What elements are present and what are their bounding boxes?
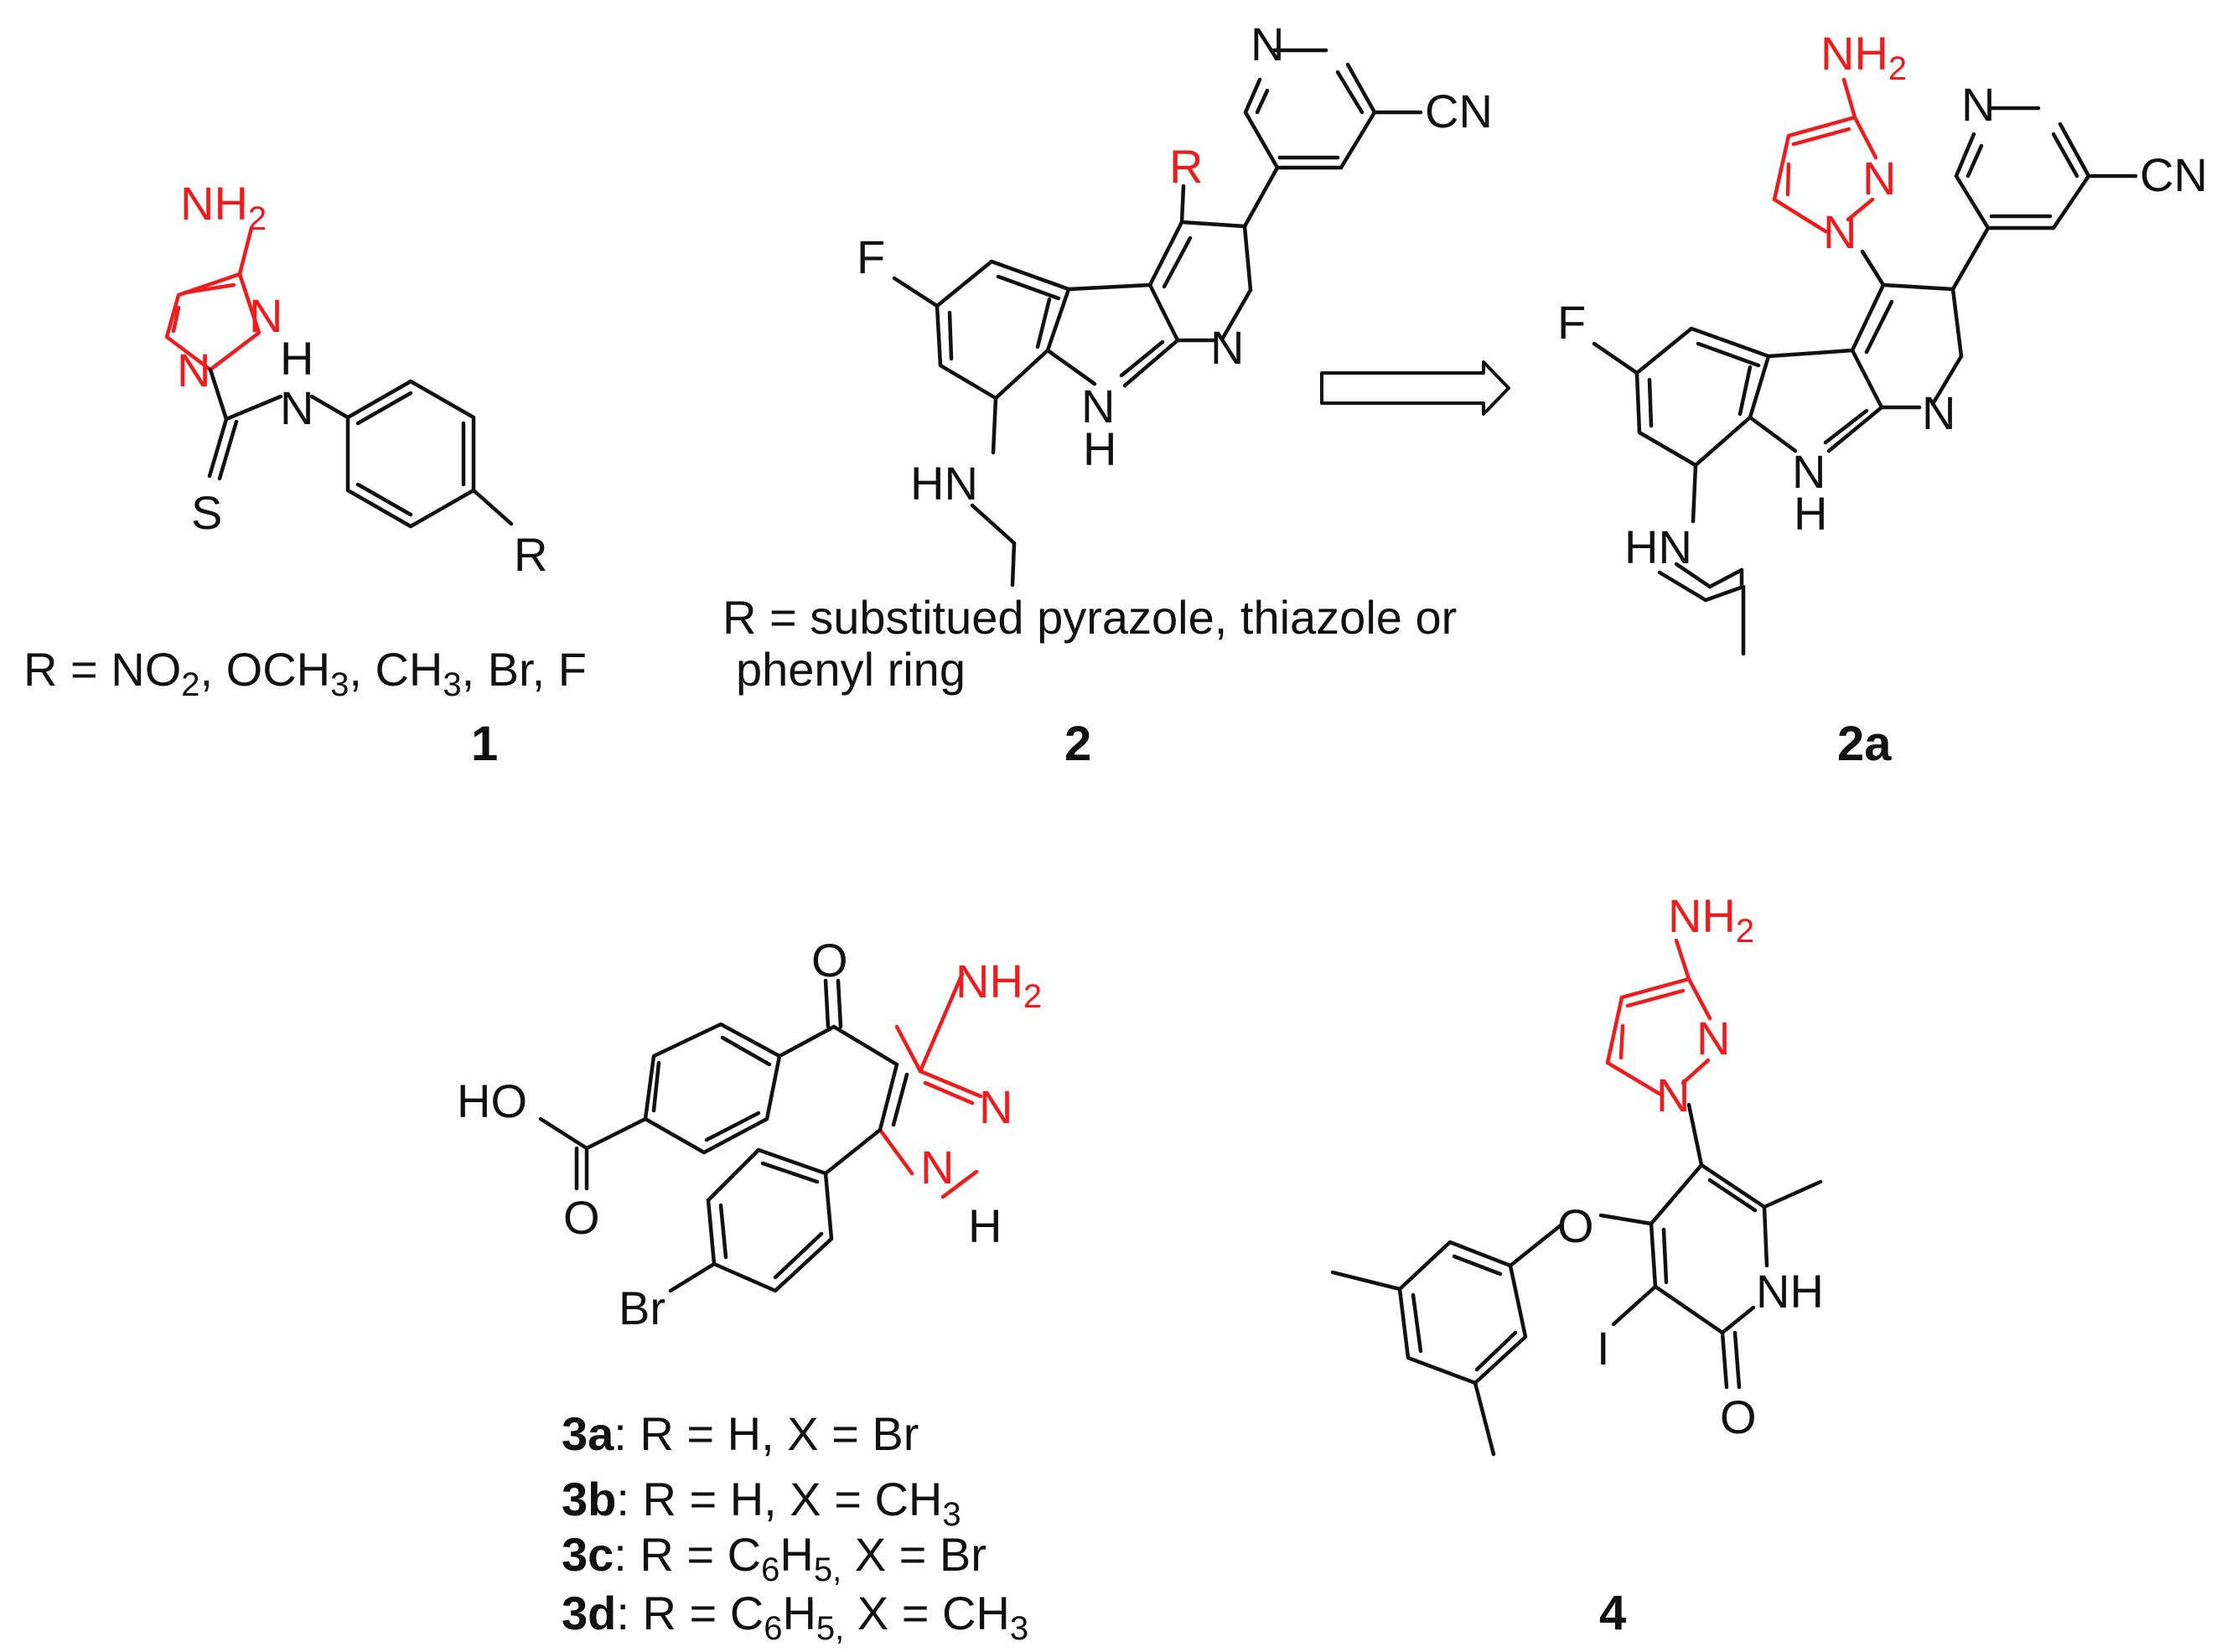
compound-1-amide-h-label: H (280, 332, 313, 385)
variant-3b: 3b: R = H, X = CH3 (562, 1473, 961, 1533)
compound-2a-ring-n-label: N (1922, 386, 1955, 439)
compound-3-pyrazole-n2-label: N (979, 1080, 1012, 1133)
compound-2-indole-h-label: H (1083, 422, 1116, 475)
compound-1-amide-n-label: N (280, 381, 313, 434)
compound-4-iodine-label: I (1597, 1322, 1610, 1375)
compound-4-pyrazole-n2-label: N (1696, 1012, 1730, 1064)
compound-2a: NH2 N N N CN F N N H HN 2a (1557, 27, 2208, 771)
compound-4-aminopyrazole (1605, 938, 1712, 1096)
compound-2a-nitrile-label: CN (2140, 148, 2208, 201)
compound-2-nitrile-label: CN (1425, 85, 1493, 137)
compound-2-bonds (892, 48, 1423, 588)
compound-1-bonds (207, 367, 514, 529)
compound-3-aminopyrazole (878, 971, 983, 1199)
compound-3-acid-o-label: O (563, 1191, 600, 1244)
compound-1-ring-n1-label: N (177, 344, 210, 396)
compound-2a-pyrazole-n1-label: N (1823, 205, 1857, 258)
compound-2-fluorine-label: F (857, 230, 885, 283)
compound-3-pyrazole-h-label: H (968, 1199, 1002, 1252)
compound-1-ring-n-label: N (249, 289, 282, 342)
compound-4-bonds (1330, 1102, 1823, 1457)
compound-3-nh2-label: NH2 (955, 955, 1042, 1015)
compound-1: NH2 N N H N S R R = NO2, OCH3, CH3, Br, … (23, 177, 587, 771)
compound-3-variant-list: 3a: R = H, X = Br 3b: R = H, X = CH3 3c:… (562, 1407, 1028, 1647)
compound-3-ketone-o-label: O (811, 934, 848, 987)
variant-3a: 3a: R = H, X = Br (562, 1407, 919, 1460)
compound-3: O NH2 HO N N H O Br 3a: R = H, X = Br 3b… (457, 934, 1042, 1647)
compound-2a-number: 2a (1837, 717, 1892, 771)
compound-2a-nh2-label: NH2 (1820, 27, 1907, 87)
compound-2a-pyrazole-n2-label: N (1862, 152, 1896, 205)
compound-2-number: 2 (1064, 717, 1091, 771)
compound-4: NH2 N N O NH I O 4 (1330, 889, 1824, 1640)
compound-2-hn-label: HN (910, 457, 978, 510)
compound-1-aminopyrazole (164, 225, 262, 372)
compound-3-pyrazole-n1-label: N (920, 1141, 954, 1194)
compound-1-sulfur-label: S (191, 486, 222, 539)
compound-2-r-definition-line1: R = substitued pyrazole, thiazole or (722, 591, 1457, 644)
compound-4-number: 4 (1599, 1586, 1626, 1640)
compound-3-hydroxyl-label: HO (457, 1075, 527, 1127)
compound-4-ether-o-label: O (1557, 1199, 1594, 1252)
compound-1-nh2-label: NH2 (180, 177, 267, 237)
compound-4-nh2-label: NH2 (1668, 889, 1754, 950)
compound-3-bromine-label: Br (619, 1282, 665, 1334)
compound-4-carbonyl-o-label: O (1720, 1390, 1757, 1443)
compound-2a-pyridine-n-label: N (1961, 78, 1995, 131)
compound-2a-bonds (1592, 106, 2138, 656)
variant-3d: 3d: R = C6H5, X = CH3 (562, 1587, 1028, 1647)
compound-2-pyridine-n-label: N (1251, 18, 1284, 70)
compound-2-r-label: R (1169, 140, 1203, 193)
transformation-arrow (1320, 360, 1510, 416)
compound-4-nh-label: NH (1756, 1265, 1824, 1318)
compound-2: N CN R F N N H HN R = substitued pyrazol… (722, 18, 1493, 771)
compound-1-substituent-list: R = NO2, OCH3, CH3, Br, F (23, 643, 587, 703)
variant-3c: 3c: R = C6H5, X = Br (562, 1528, 987, 1588)
compound-2a-fluorine-label: F (1557, 296, 1586, 349)
compound-1-r-label: R (514, 528, 547, 581)
compound-4-pyrazole-n1-label: N (1656, 1069, 1690, 1121)
compound-2-r-definition-line2: phenyl ring (736, 643, 966, 696)
compound-3-bonds (538, 978, 909, 1293)
compound-2-ring-n-label: N (1210, 321, 1244, 374)
compound-2-indole-n-label: N (1081, 380, 1115, 432)
compound-2a-aminopyrazole (1772, 77, 1878, 234)
compound-2a-hn-label: HN (1624, 520, 1692, 573)
compound-2a-indole-n-label: N (1792, 445, 1825, 498)
compound-1-number: 1 (471, 717, 498, 771)
compound-2a-indole-h-label: H (1794, 487, 1827, 540)
